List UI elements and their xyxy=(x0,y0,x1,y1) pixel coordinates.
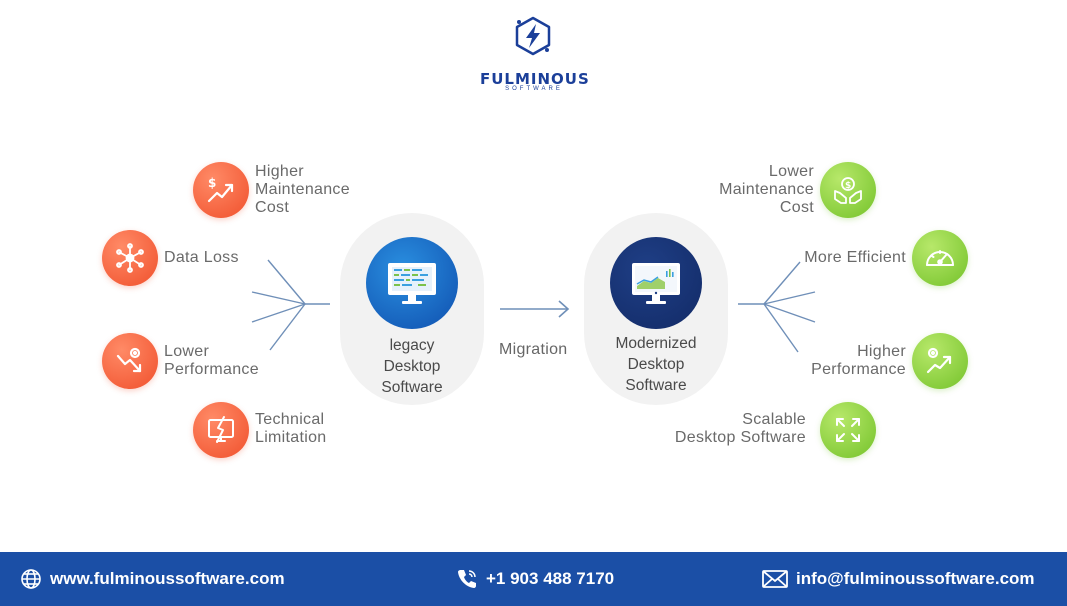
migration-label: Migration xyxy=(499,341,568,358)
footer-phone[interactable]: +1 903 488 7170 xyxy=(456,568,614,590)
rising-cost-icon: $ xyxy=(193,162,249,218)
left-item-2-label: Data Loss xyxy=(164,249,239,266)
phone-icon xyxy=(458,570,476,588)
network-icon xyxy=(102,230,158,286)
globe-icon xyxy=(21,569,41,589)
svg-text:$: $ xyxy=(208,176,216,190)
mail-icon xyxy=(762,570,788,588)
expand-arrows-icon xyxy=(820,402,876,458)
contact-footer: www.fulminoussoftware.com +1 903 488 717… xyxy=(0,552,1067,606)
footer-email[interactable]: info@fulminoussoftware.com xyxy=(762,568,1035,590)
right-item-2-label: More Efficient xyxy=(804,249,906,266)
phone-number[interactable]: +1 903 488 7170 xyxy=(486,569,615,588)
svg-text:$: $ xyxy=(845,181,851,191)
legacy-monitor-icon xyxy=(366,237,458,329)
brand-logo: FULMINOUS SOFTWARE xyxy=(480,12,590,92)
modern-monitor-icon xyxy=(610,237,702,329)
rising-chart-icon xyxy=(912,333,968,389)
falling-chart-icon xyxy=(102,333,158,389)
brand-name: FULMINOUS xyxy=(480,70,590,88)
connector-lines xyxy=(251,259,816,353)
website-link[interactable]: www.fulminoussoftware.com xyxy=(50,569,285,588)
money-hands-icon: $ xyxy=(820,162,876,218)
migration-arrow xyxy=(500,300,570,318)
broken-screen-icon xyxy=(193,402,249,458)
footer-website[interactable]: www.fulminoussoftware.com xyxy=(20,568,285,590)
speedometer-icon xyxy=(912,230,968,286)
brand-tagline: SOFTWARE xyxy=(505,86,563,92)
lightning-hex-logo-icon xyxy=(515,16,551,56)
email-link[interactable]: info@fulminoussoftware.com xyxy=(796,569,1035,588)
